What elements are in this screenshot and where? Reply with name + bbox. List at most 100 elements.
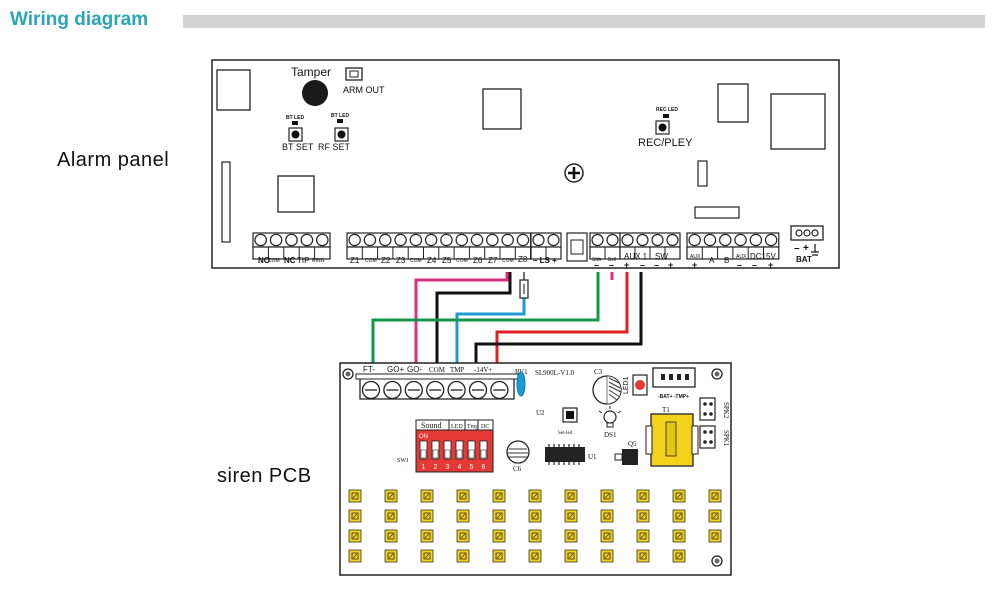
terminal-screw[interactable] — [254, 233, 268, 247]
terminal-block-zones — [346, 232, 532, 260]
term-label-sw: SW — [655, 252, 668, 261]
u1-label: U1 — [588, 453, 597, 461]
terminal-screw[interactable] — [470, 233, 484, 247]
wiring — [371, 272, 643, 366]
terminal-screw[interactable] — [440, 233, 453, 247]
term-label-strb: Strb — [592, 257, 601, 263]
dip-number: 2 — [434, 464, 438, 471]
capacitor-c6 — [506, 440, 530, 464]
sw1-label: SW1 — [397, 458, 409, 464]
term-label-com: COM — [456, 258, 468, 264]
wire-green-strobe — [371, 272, 600, 366]
rf-led-label: BT LED — [331, 113, 349, 119]
terminal-screw[interactable] — [424, 233, 438, 247]
term-label-z8: Z8 — [518, 255, 528, 264]
term-label-z1: Z1 — [350, 256, 360, 265]
svg-text:+: + — [768, 260, 773, 270]
terminal-screw[interactable] — [269, 233, 283, 247]
terminal-screw[interactable] — [516, 233, 530, 247]
rec-led — [663, 114, 669, 118]
terminal-screw[interactable] — [749, 233, 763, 247]
terminal-screw[interactable] — [651, 233, 664, 247]
term-label-a: A — [709, 256, 715, 265]
spk2-label: SPK2 — [722, 402, 730, 419]
siren-term-label: FT- — [363, 365, 375, 374]
term-label-aux-left: AUX — [690, 254, 701, 260]
dip-number: 1 — [422, 464, 426, 471]
dip-header-led: LED — [451, 424, 463, 430]
alarm-panel-board: Tamper ARM OUT BT LED BT LED BT SET RF S… — [211, 59, 840, 270]
siren-pcb-board: FT- GO+ GO- COM TMP -14V+ RV1 SL900L-V1.… — [339, 362, 732, 576]
terminal-screw[interactable] — [591, 233, 604, 247]
bt-set-label: BT SET — [282, 142, 314, 152]
terminal-screw[interactable] — [532, 233, 545, 247]
terminal-screw[interactable] — [688, 233, 701, 247]
terminal-screw[interactable] — [547, 233, 560, 247]
connector-label: -BAT+ -TMP+ — [658, 394, 689, 400]
term-label-b: B — [724, 256, 729, 265]
svg-text:–: – — [737, 260, 742, 270]
terminal-screw[interactable] — [285, 233, 298, 247]
terminal-screw[interactable] — [300, 233, 314, 247]
term-label-dc15v: DC15V — [750, 252, 776, 261]
panel-chip — [770, 93, 826, 150]
bt-led — [292, 121, 298, 125]
set-led-label: Set-led — [558, 431, 573, 436]
svg-text:–: – — [594, 260, 599, 270]
panel-chip — [277, 175, 315, 213]
battery-tamper-connector — [652, 367, 696, 388]
terminal-screw[interactable] — [455, 233, 469, 247]
terminal-screw[interactable] — [621, 233, 634, 247]
svg-text:+: + — [803, 243, 809, 254]
wire-black-com — [435, 272, 512, 366]
terminal-screw[interactable] — [348, 233, 361, 247]
terminal-block-aux — [619, 232, 681, 260]
term-label-bell: Bell — [608, 257, 616, 263]
rec-led-label: REC LED — [656, 107, 678, 113]
wire-blue-tmp — [455, 298, 526, 366]
terminal-screw[interactable] — [315, 233, 329, 247]
term-label-z6: Z6 — [473, 256, 483, 265]
dip-on-label: ON — [419, 434, 428, 440]
rf-led — [337, 119, 343, 123]
alarm-panel-label: Alarm panel — [57, 149, 170, 171]
bulb-icon — [598, 406, 622, 428]
wire-magenta — [414, 272, 509, 366]
terminal-screw[interactable] — [409, 233, 423, 247]
tamper-switch[interactable] — [302, 80, 328, 106]
varistor-rv1 — [516, 371, 526, 397]
terminal-screw[interactable] — [379, 233, 392, 247]
terminal-screw[interactable] — [718, 233, 732, 247]
terminal-screw[interactable] — [394, 233, 407, 247]
terminal-screw[interactable] — [606, 233, 619, 247]
term-label-aux-right: AUX — [736, 254, 747, 260]
q5-label: Q5 — [628, 440, 637, 448]
panel-slot — [221, 161, 231, 243]
rec-pley-label: REC/PLEY — [638, 137, 693, 149]
terminal-screw[interactable] — [501, 233, 514, 247]
bt-led-label: BT LED — [286, 115, 304, 121]
wire-red-aux-plus — [495, 272, 629, 366]
terminal-screw[interactable] — [486, 233, 499, 247]
term-label-nc: NC — [284, 256, 296, 265]
term-label-com: COM — [268, 258, 280, 264]
svg-text:+: + — [692, 260, 697, 270]
spk1-label: SPK1 — [722, 430, 730, 447]
dip-number: 6 — [482, 464, 486, 471]
led1-label: LED1 — [623, 376, 630, 394]
dip-number: 5 — [470, 464, 474, 471]
model-label: SL900L-V1.0 — [535, 369, 575, 377]
panel-chip — [482, 88, 522, 130]
panel-component — [694, 206, 740, 219]
svg-text:–: – — [654, 260, 659, 270]
siren-term-label: -14V+ — [474, 366, 492, 374]
transistor-q5 — [622, 449, 638, 465]
rf-set-label: RF SET — [318, 142, 351, 152]
terminal-screw[interactable] — [764, 233, 778, 247]
terminal-screw[interactable] — [703, 233, 717, 247]
terminal-screw[interactable] — [734, 233, 747, 247]
terminal-screw[interactable] — [363, 233, 377, 247]
terminal-screw[interactable] — [666, 233, 679, 247]
terminal-screw[interactable] — [636, 233, 649, 247]
term-label-z2: Z2 — [381, 256, 391, 265]
